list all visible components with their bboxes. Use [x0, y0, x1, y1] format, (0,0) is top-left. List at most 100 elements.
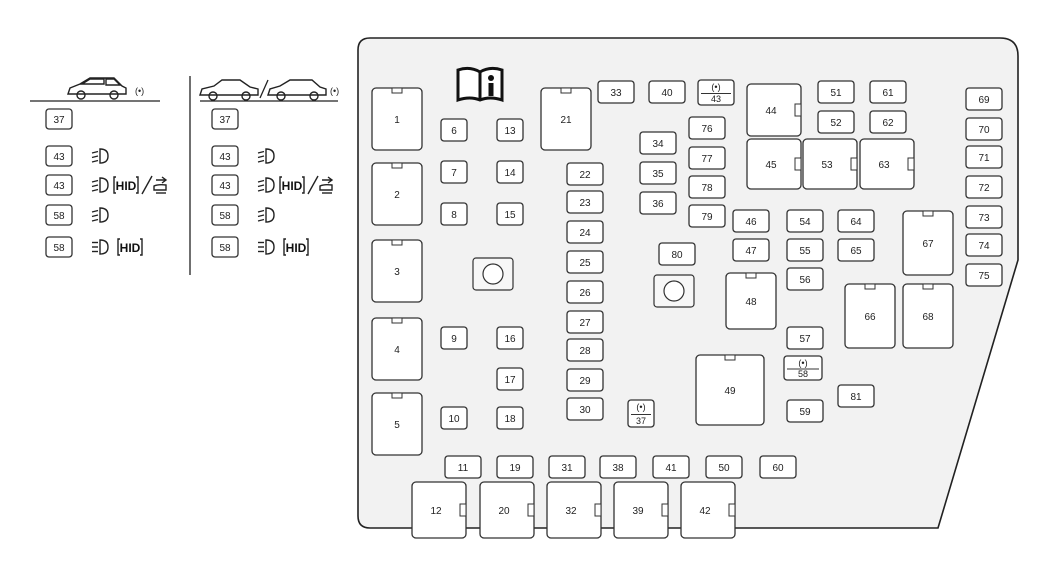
fuse-number: 81	[850, 392, 862, 403]
fuse-55	[786, 238, 824, 262]
fuse-47	[732, 238, 770, 262]
relay-number: 53	[821, 160, 833, 171]
fuse-number: 73	[978, 213, 990, 224]
relay-number: 49	[724, 386, 736, 397]
fuse-71	[965, 145, 1003, 169]
fuse-76	[688, 116, 726, 140]
fuse-60	[759, 455, 797, 479]
fuse-number: 13	[504, 126, 516, 137]
fuse-number: 30	[579, 405, 591, 416]
headlamp-low-icon	[91, 207, 109, 223]
legend-fuse-number: 43	[219, 181, 231, 192]
fuse-number: 8	[451, 210, 457, 221]
headlamp-leveling-icon	[141, 175, 168, 195]
legend-fuse	[45, 108, 73, 130]
fuse-number: 11	[458, 463, 469, 474]
fuse-number: 54	[799, 217, 811, 228]
car-suv-icon	[67, 77, 127, 100]
legend-fuse-number: 43	[53, 152, 65, 163]
fuse-number: 52	[830, 118, 842, 129]
fuse-number: 61	[882, 88, 894, 99]
fuse-75	[965, 263, 1003, 287]
fuse-number: 38	[612, 463, 624, 474]
fuse-number: 28	[579, 346, 591, 357]
relay-number: 32	[565, 506, 577, 517]
fuse-18	[496, 406, 524, 430]
fuse-27	[566, 310, 604, 334]
fuse-36	[639, 191, 677, 215]
legend-fuse	[211, 145, 239, 167]
car-sedan-icon	[199, 79, 259, 101]
headlamp-low-icon	[257, 148, 275, 164]
fuse-number: 18	[504, 414, 516, 425]
fuse-number: 59	[799, 407, 811, 418]
svg-text:HID: HID	[282, 179, 303, 193]
svg-text:HID: HID	[286, 241, 307, 255]
fuse-34	[639, 131, 677, 155]
fuse-69	[965, 87, 1003, 111]
fuse-15	[496, 202, 524, 226]
variant-mark: (•)	[135, 86, 144, 96]
headlamp-leveling-icon	[307, 175, 334, 195]
fuse-43-variant	[697, 79, 735, 106]
fuse-22	[566, 162, 604, 186]
fuse-62	[869, 110, 907, 134]
fuse-number: 33	[610, 88, 622, 99]
fuse-number: 15	[504, 210, 516, 221]
fuse-number: 19	[509, 463, 521, 474]
fuse-number: 75	[978, 271, 990, 282]
fuse-number: 70	[978, 125, 990, 136]
book-info-icon	[456, 66, 504, 103]
fuse-number: 27	[579, 318, 591, 329]
fuse-number: 31	[561, 463, 573, 474]
relay-number: 3	[394, 267, 400, 278]
svg-text:HID: HID	[120, 241, 141, 255]
relay-number: 44	[765, 106, 777, 117]
legend-fuse	[45, 145, 73, 167]
headlamp-high-icon	[92, 239, 109, 255]
fuse-number: 77	[701, 154, 713, 165]
legend-fuse	[45, 174, 73, 196]
fuse-52	[817, 110, 855, 134]
fuse-number: 7	[451, 168, 457, 179]
variant-mark: (•)	[711, 82, 720, 92]
legend-fuse-number: 37	[219, 115, 231, 126]
fuse-41	[652, 455, 690, 479]
legend-fuse	[211, 174, 239, 196]
fuse-25	[566, 250, 604, 274]
fuse-78	[688, 175, 726, 199]
fuse-number: 23	[579, 198, 591, 209]
fuse-number: 43	[711, 94, 721, 104]
fuse-number: 14	[504, 168, 516, 179]
fuse-70	[965, 117, 1003, 141]
fuse-number: 58	[798, 369, 808, 379]
fuse-13	[496, 118, 524, 142]
relay-number: 5	[394, 420, 400, 431]
headlamp-low-icon	[257, 177, 275, 193]
relay-number: 1	[394, 115, 400, 126]
fuse-number: 40	[661, 88, 673, 99]
headlamp-low-icon	[91, 148, 109, 164]
fuse-number: 10	[448, 414, 460, 425]
legend-fuse	[211, 236, 239, 258]
fuse-number: 56	[799, 275, 811, 286]
fuse-64	[837, 209, 875, 233]
legend-fuse-number: 58	[53, 243, 65, 254]
variant-mark: (•)	[798, 358, 807, 368]
fuse-number: 29	[579, 376, 591, 387]
fuse-26	[566, 280, 604, 304]
fuse-28	[566, 338, 604, 362]
fuse-80	[658, 242, 696, 266]
relay-number: 2	[394, 190, 400, 201]
headlamp-low-icon	[257, 207, 275, 223]
fuse-59	[786, 399, 824, 423]
legend-fuse	[211, 204, 239, 226]
fuse-number: 36	[652, 199, 664, 210]
relay-number: 63	[878, 160, 890, 171]
fuse-11	[444, 455, 482, 479]
fuse-10	[440, 406, 468, 430]
relay-number: 68	[922, 312, 934, 323]
legend-fuse-number: 43	[53, 181, 65, 192]
hid-icon: HID	[113, 176, 139, 194]
